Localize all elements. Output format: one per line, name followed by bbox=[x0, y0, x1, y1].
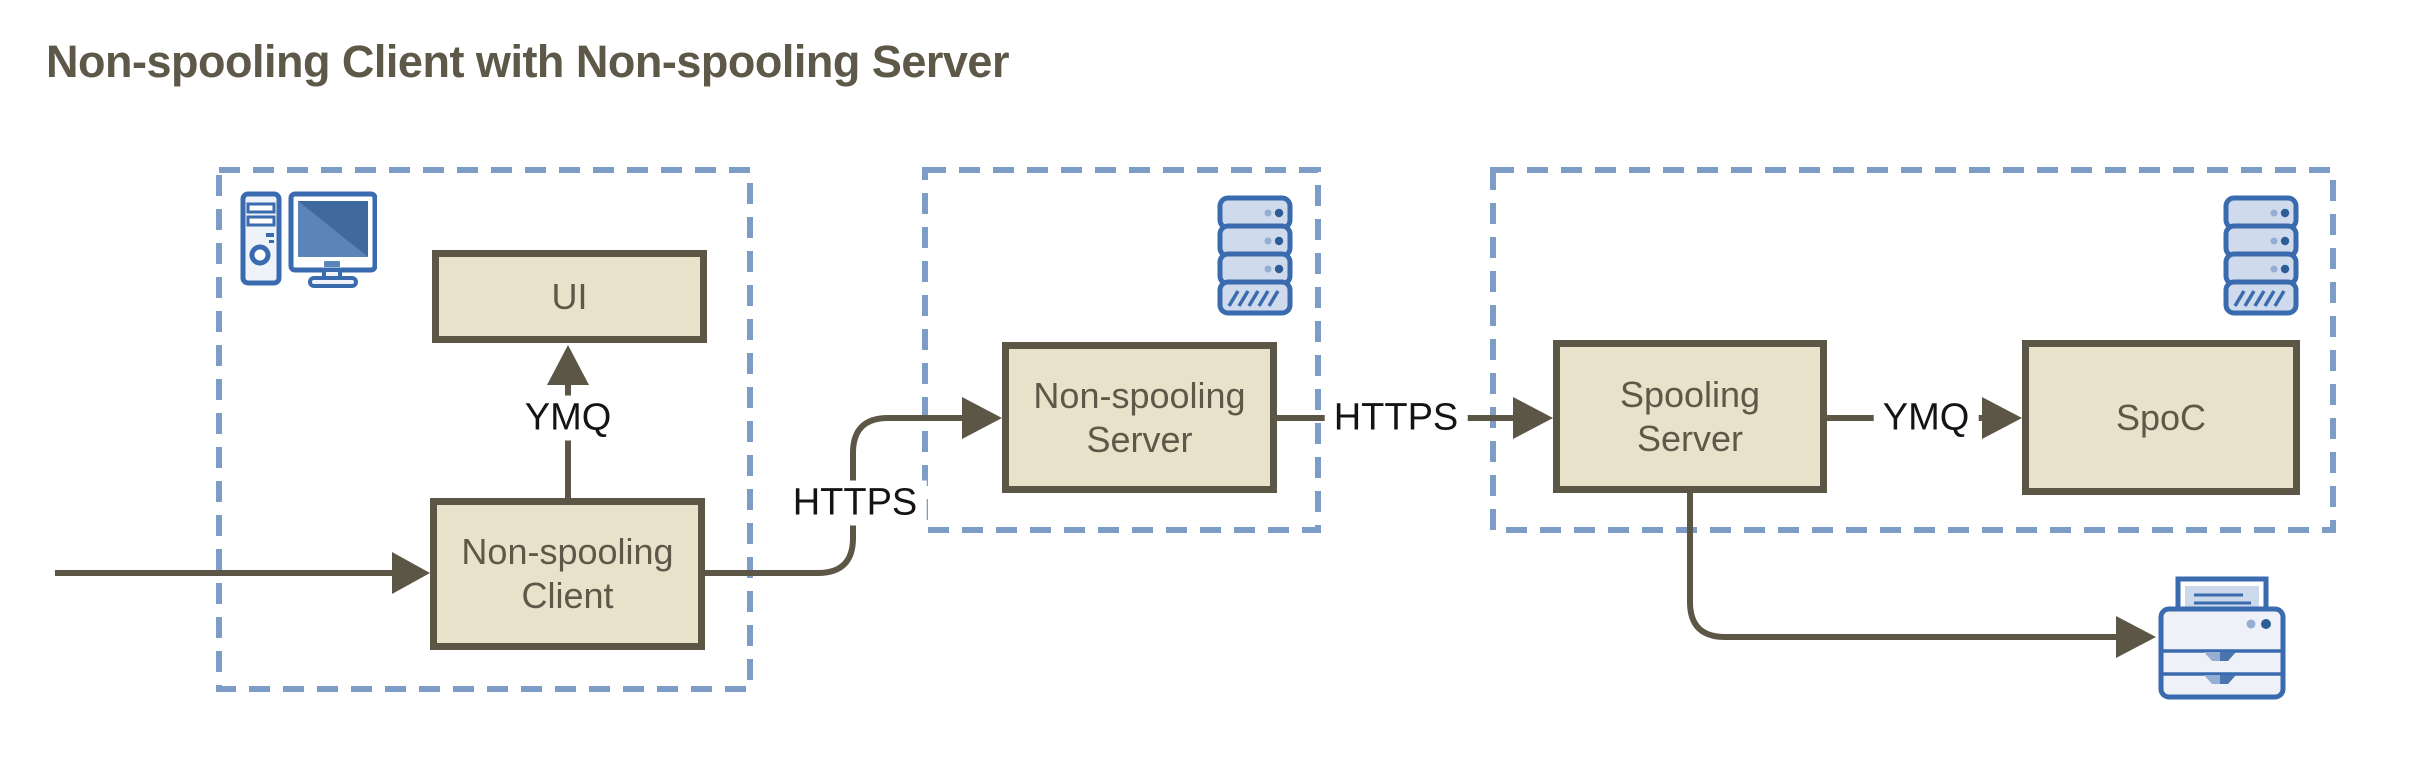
edge-spooling-to-printer bbox=[1687, 493, 2116, 640]
spooling-server-node: Spooling Server bbox=[1553, 340, 1827, 493]
server-icon bbox=[2223, 195, 2299, 316]
printer-icon bbox=[2158, 576, 2286, 700]
diagram-title: Non-spooling Client with Non-spooling Se… bbox=[46, 36, 1009, 87]
spoc-node: SpoC bbox=[2022, 340, 2300, 495]
arrowhead-into-client bbox=[392, 552, 430, 594]
server-icon bbox=[1217, 195, 1293, 316]
arrowhead-into-nonspooling-server bbox=[962, 397, 1002, 439]
edge-label-ymq-spooling-spoc: YMQ bbox=[1873, 395, 1979, 441]
arrowhead-into-spooling-server bbox=[1513, 397, 1553, 439]
client-workstation-group-box bbox=[216, 167, 753, 692]
edge-label-https-client-server: HTTPS bbox=[783, 480, 927, 526]
arrowhead-into-spoc bbox=[1982, 397, 2022, 439]
arrowhead-into-printer bbox=[2116, 616, 2156, 658]
nonspooling-server-node: Non-spooling Server bbox=[1002, 342, 1277, 493]
non-spooling-server-group-box bbox=[922, 167, 1321, 533]
arrowhead-into-ui bbox=[547, 345, 589, 385]
spooling-server-group-box bbox=[1490, 167, 2336, 533]
edge-arrowheads bbox=[392, 345, 2156, 658]
edge-label-https-server-server: HTTPS bbox=[1324, 395, 1468, 441]
edge-label-ymq-client-ui: YMQ bbox=[515, 395, 621, 441]
ui-node: UI bbox=[432, 250, 707, 343]
nonspooling-client-node: Non-spooling Client bbox=[430, 498, 705, 650]
desktop-computer-icon bbox=[240, 191, 377, 288]
